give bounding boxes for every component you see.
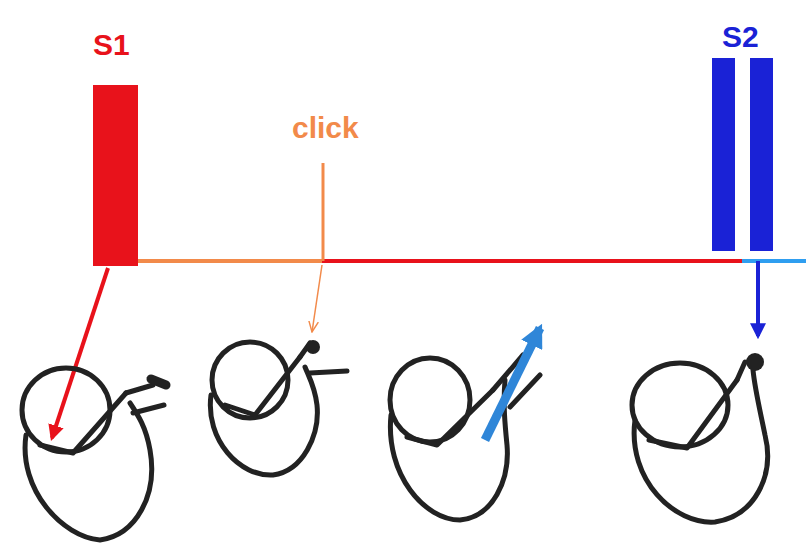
heart-sketch [210, 340, 347, 475]
s2-aortic-bar [712, 58, 735, 251]
click-marker [322, 163, 325, 261]
ejection-flow-arrow [485, 328, 540, 440]
heart-sketch [632, 353, 768, 522]
click-pointer-arrow [312, 265, 322, 332]
timeline-systole [322, 259, 742, 263]
heart-sketch [22, 368, 166, 540]
timeline-ejection-start [138, 259, 322, 263]
s1-pointer-arrow [52, 268, 108, 438]
s1-sound-bar [93, 85, 138, 266]
sound-label: S1 [93, 30, 130, 60]
sound-label: S2 [722, 22, 759, 52]
event-label: click [292, 113, 359, 143]
s2-pointer-arrow [756, 261, 760, 336]
s2-pulmonic-bar [750, 58, 773, 251]
timeline-diastole [742, 259, 806, 263]
